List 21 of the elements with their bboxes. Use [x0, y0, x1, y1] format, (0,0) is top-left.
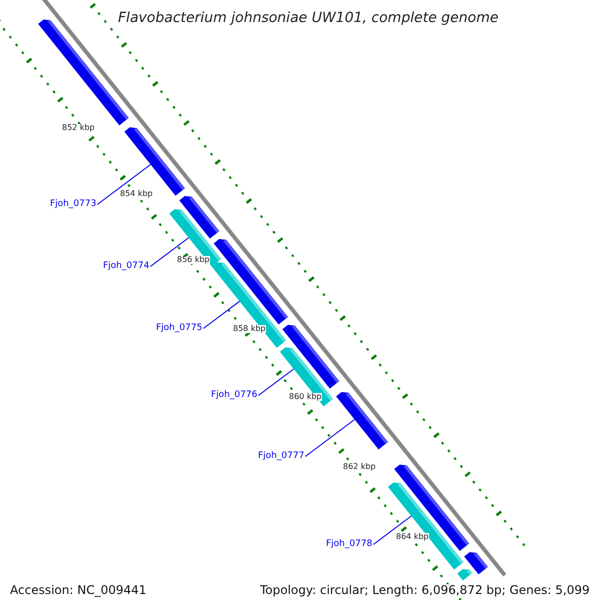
leader-line	[96, 164, 152, 205]
position-label: 864 kbp	[396, 533, 429, 541]
position-label: 858 kbp	[233, 325, 266, 333]
diagram-title: Flavobacterium johnsoniae UW101, complete genome	[118, 11, 498, 25]
gene-label: Fjoh_0773	[50, 200, 96, 209]
gene-feature	[457, 569, 472, 581]
gene-label: Fjoh_0775	[156, 324, 202, 333]
gene-label: Fjoh_0778	[326, 540, 372, 549]
gene-label: Fjoh_0777	[258, 452, 304, 461]
accession-text: Accession: NC_009441	[10, 584, 146, 596]
position-label: 862 kbp	[343, 463, 376, 471]
gene-feature	[336, 392, 388, 450]
position-label: 854 kbp	[120, 190, 153, 198]
genome-summary-text: Topology: circular; Length: 6,096,872 bp; Genes: 5,099	[260, 584, 590, 596]
position-label: 860 kbp	[289, 393, 322, 401]
gene-label: Fjoh_0776	[211, 391, 258, 400]
gene-label: Fjoh_0774	[103, 262, 150, 271]
position-label: 852 kbp	[62, 124, 95, 132]
leader-line	[258, 368, 294, 396]
leader-line	[304, 419, 356, 457]
position-label: 856 kbp	[177, 256, 210, 264]
